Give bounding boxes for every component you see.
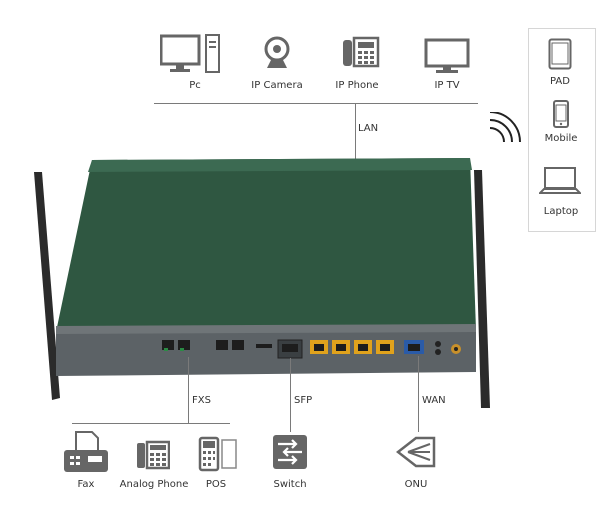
router-device [30, 150, 500, 416]
tablet-icon [548, 38, 572, 74]
switch-label: Switch [273, 479, 307, 490]
onu-icon [395, 434, 436, 474]
wan-label: WAN [422, 395, 446, 406]
sfp-drop-line [290, 358, 291, 432]
mobile-icon [553, 100, 569, 132]
ip-tv-icon [424, 38, 470, 78]
fax-icon [62, 430, 110, 478]
wireless-devices-panel [528, 28, 596, 232]
laptop-label: Laptop [543, 206, 579, 217]
sfp-label: SFP [294, 395, 313, 406]
lan-bus-line [154, 103, 478, 104]
ip-tv-label: IP TV [434, 80, 460, 91]
wan-drop-line [418, 356, 419, 432]
tablet-label: PAD [550, 76, 570, 87]
fxs-label: FXS [192, 395, 211, 406]
mobile-label: Mobile [544, 133, 578, 144]
pos-label: POS [205, 479, 227, 490]
fxs-bus-line [72, 423, 230, 424]
pc-icon [159, 34, 222, 78]
wifi-signal-icon [484, 111, 534, 166]
fxs-drop-line [188, 357, 189, 423]
fax-label: Fax [77, 479, 95, 490]
analog-phone-icon [136, 440, 171, 474]
ip-camera-icon [262, 36, 292, 74]
onu-label: ONU [404, 479, 428, 490]
analog-phone-label: Analog Phone [119, 479, 189, 490]
pos-icon [198, 436, 238, 476]
lan-label: LAN [358, 123, 379, 134]
ip-phone-label: IP Phone [335, 80, 379, 91]
switch-icon [272, 434, 308, 474]
ip-phone-icon [342, 36, 380, 72]
pc-label: Pc [189, 80, 201, 91]
laptop-icon [537, 166, 583, 200]
ip-camera-label: IP Camera [251, 80, 303, 91]
